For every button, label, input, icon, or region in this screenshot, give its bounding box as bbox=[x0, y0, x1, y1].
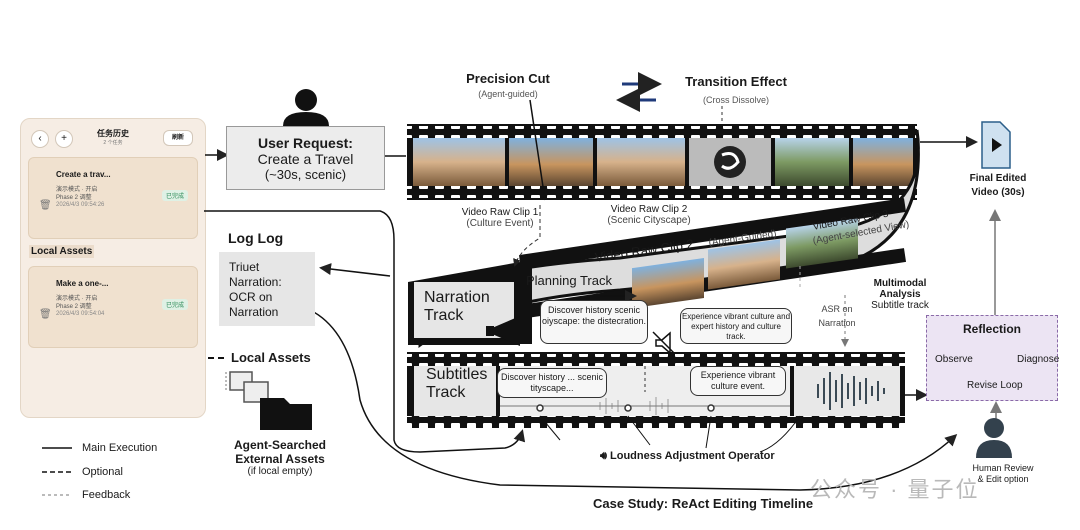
reflection-box: Reflection Observe Diagnose Revise Loop bbox=[926, 315, 1060, 401]
reflection-diagnose: Diagnose bbox=[1017, 354, 1060, 365]
narration-bubble: Discover history scenic oiyscape: the di… bbox=[540, 300, 648, 344]
subtitles-track-line1: Subtitles bbox=[426, 366, 488, 383]
top-film-strip bbox=[407, 124, 917, 200]
task-title: Make a one-... bbox=[56, 279, 109, 288]
narration-track-line2: Track bbox=[424, 307, 464, 324]
final-video-line1: Final Edited bbox=[969, 173, 1027, 184]
asr-line2: Narration bbox=[818, 318, 856, 328]
user-request-box: User Request: Create a Travel (~30s, sce… bbox=[226, 126, 385, 190]
trash-icon[interactable]: 🗑 bbox=[39, 309, 52, 320]
volume-icon: 🔊︎ bbox=[600, 450, 610, 462]
refresh-button[interactable]: 刷新 bbox=[163, 130, 193, 146]
clip1-label: Video Raw Clip 1 (Culture Event) bbox=[445, 207, 555, 229]
final-video-line2: Video (30s) bbox=[971, 187, 1025, 198]
case-study-title: Case Study: ReAct Editing Timeline bbox=[593, 496, 814, 511]
trash-icon[interactable]: 🗑 bbox=[39, 200, 52, 211]
log-line: OCR on bbox=[229, 290, 273, 304]
narration-track-line1: Narration bbox=[424, 289, 490, 306]
log-line: Triuet bbox=[229, 260, 260, 274]
asset-images-icon bbox=[229, 371, 269, 403]
reflection-title: Reflection bbox=[962, 322, 1021, 336]
log-line: Narration: bbox=[229, 275, 282, 289]
asr-label: ASR on Narration bbox=[812, 302, 862, 330]
planning-track-label: Planning Track bbox=[526, 273, 612, 288]
user-icon bbox=[283, 89, 329, 126]
user-request-line1: Create a Travel bbox=[257, 151, 354, 167]
user-request-title: User Request: bbox=[258, 135, 353, 151]
task-time: 2026/4/3 09:54:26 bbox=[56, 202, 105, 208]
speaker-icon bbox=[652, 331, 676, 355]
task-phase: Phase 2 调整 bbox=[56, 304, 92, 310]
multimodal-line2: Analysis bbox=[879, 289, 921, 300]
clip2-label: Video Raw Clip 2 (Scenic Cityscape) bbox=[590, 204, 708, 226]
clip2-title: Video Raw Clip 2 bbox=[610, 204, 688, 215]
narration-track-label: Narration Track bbox=[424, 289, 490, 325]
agent-assets-line1: Agent-Searched bbox=[233, 438, 327, 452]
transition-sub: (Cross Dissolve) bbox=[702, 95, 769, 105]
task-card[interactable]: Make a one-... 演示模式 · 开启 Phase 2 调整 2026… bbox=[28, 266, 198, 348]
clip1-title: Video Raw Clip 1 bbox=[461, 207, 539, 218]
human-review-line1: Human Review bbox=[972, 463, 1034, 473]
user-request-line2: (~30s, scenic) bbox=[264, 167, 347, 182]
agent-assets-sub: (if local empty) bbox=[247, 466, 313, 477]
asr-line1: ASR on bbox=[821, 304, 853, 314]
local-assets-label: Local Assets bbox=[231, 350, 311, 365]
multimodal-sub: Subtitle track bbox=[871, 300, 929, 311]
task-mode: 演示模式 · 开启 bbox=[56, 296, 98, 302]
log-box: Triuet Narration: OCR on Narration bbox=[219, 252, 315, 326]
reviewer-icon bbox=[976, 418, 1012, 458]
watermark: 公众号 · 量子位 bbox=[810, 477, 980, 502]
subtitles-track-line2: Track bbox=[426, 384, 466, 401]
megaphone-icon bbox=[486, 316, 520, 346]
task-history-panel: ‹ + 任务历史 2 个任务 刷新 Create a trav... 演示模式 … bbox=[20, 118, 206, 418]
local-assets-heading: Local Assets bbox=[29, 245, 95, 258]
multimodal-line1: Multimodal bbox=[873, 278, 927, 289]
task-time: 2026/4/3 09:54:04 bbox=[56, 311, 105, 317]
subtitles-track-label: Subtitles Track bbox=[426, 366, 487, 402]
add-button[interactable]: + bbox=[55, 130, 73, 148]
subtitle-bubble-1: Discover history ... scenic tityscape... bbox=[497, 368, 607, 398]
clip2-sub: (Scenic Cityscape) bbox=[607, 215, 691, 226]
transition-title: Transition Effect bbox=[685, 74, 787, 89]
agent-assets-label: Agent-Searched External Assets (if local… bbox=[222, 438, 338, 477]
loudness-label: 🔊︎ Loudness Adjustment Operator bbox=[600, 450, 775, 463]
video-file-icon bbox=[981, 121, 1011, 169]
narration-bubble-2: Experience vibrant culture and expert hi… bbox=[680, 308, 792, 344]
subtitle-bubble-2: Experience vibrant culture event. bbox=[690, 366, 786, 396]
legend-optional: Optional bbox=[82, 466, 123, 478]
human-review-line2: & Edit option bbox=[977, 474, 1029, 484]
task-card[interactable]: Create a trav... 演示模式 · 开启 Phase 2 调整 20… bbox=[28, 157, 198, 239]
narration-track-strip bbox=[408, 262, 532, 345]
task-mode: 演示模式 · 开启 bbox=[56, 187, 98, 193]
log-line: Narration bbox=[229, 305, 279, 319]
legend-feedback: Feedback bbox=[82, 489, 131, 501]
agent-assets-line2: External Assets bbox=[235, 452, 325, 466]
reflection-revise: Revise Loop bbox=[967, 380, 1023, 391]
folder-icon bbox=[260, 398, 312, 430]
precision-cut-title: Precision Cut bbox=[466, 71, 550, 86]
reflection-observe: Observe bbox=[935, 354, 973, 365]
human-review-label: Human Review & Edit option bbox=[958, 463, 1048, 485]
panel-title: 任务历史 bbox=[97, 129, 129, 138]
back-button[interactable]: ‹ bbox=[31, 130, 49, 148]
precision-cut-sub: (Agent-guided) bbox=[478, 89, 538, 99]
subtitles-film-strip bbox=[407, 352, 905, 428]
task-phase: Phase 2 调整 bbox=[56, 195, 92, 201]
final-video-label: Final Edited Video (30s) bbox=[955, 172, 1041, 200]
transition-swap-icon bbox=[616, 72, 662, 112]
legend-main: Main Execution bbox=[82, 442, 158, 454]
status-badge: 已完成 bbox=[162, 299, 189, 310]
task-title: Create a trav... bbox=[56, 170, 111, 179]
clip1-sub: (Culture Event) bbox=[466, 218, 534, 229]
panel-subtitle: 2 个任务 bbox=[103, 140, 123, 146]
status-badge: 已完成 bbox=[162, 190, 189, 201]
multimodal-label: Multimodal Analysis Subtitle track bbox=[862, 278, 938, 311]
precision-cut-line bbox=[529, 99, 546, 201]
loudness-text: Loudness Adjustment Operator bbox=[610, 450, 775, 462]
log-title: Log Log bbox=[228, 230, 284, 246]
